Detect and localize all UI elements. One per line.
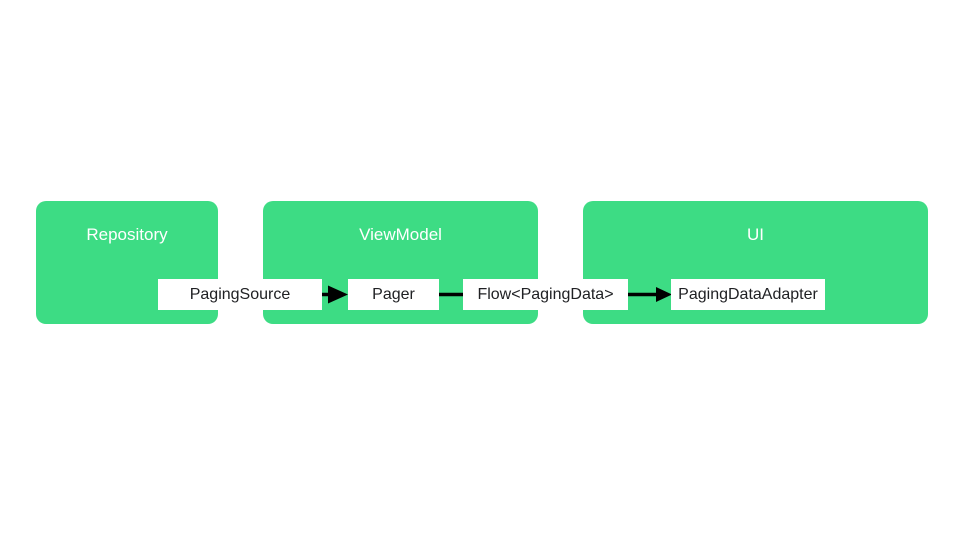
layer-repository: Repository [36,201,218,324]
node-pagingdataadapter-label: PagingDataAdapter [678,285,818,303]
node-pagingsource: PagingSource [158,279,322,310]
layer-ui-title: UI [747,225,764,244]
node-pager: Pager [348,279,439,310]
node-pagingsource-label: PagingSource [189,285,291,303]
node-flow-pagingdata: Flow<PagingData> [463,279,628,310]
node-pager-label: Pager [372,285,415,303]
layer-repository-title: Repository [86,225,168,244]
node-flow-pagingdata-label: Flow<PagingData> [477,285,614,303]
node-pagingdataadapter: PagingDataAdapter [671,279,825,310]
layer-viewmodel-title: ViewModel [359,225,442,244]
